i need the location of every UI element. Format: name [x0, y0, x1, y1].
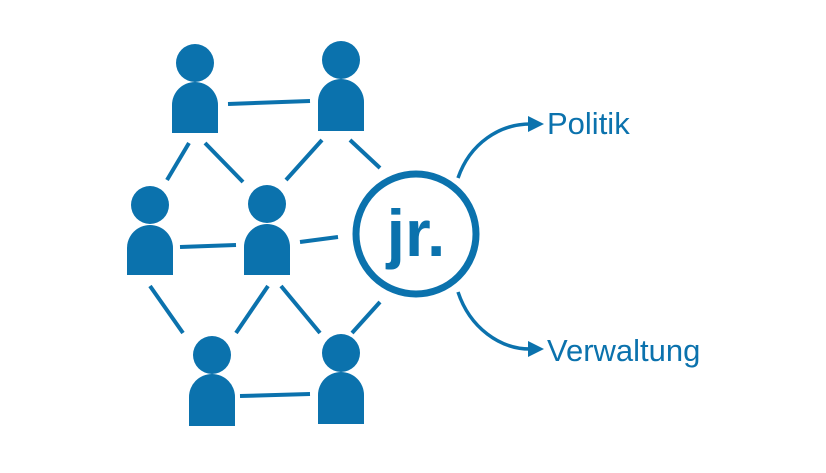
- person-mid-left: [127, 186, 173, 275]
- flow-arrow-politik: [456, 116, 544, 179]
- link-bottom-left-bottom-right: [239, 392, 311, 398]
- person-body: [189, 374, 235, 426]
- person-body: [244, 224, 290, 275]
- link-top-left-mid-center: [203, 141, 245, 184]
- person-bottom-right: [318, 334, 364, 424]
- flow-curve: [456, 122, 531, 179]
- target-label-politik: Politik: [547, 106, 630, 141]
- link-top-right-hub: [348, 138, 382, 170]
- hub: jr.: [352, 170, 480, 298]
- flow-curve: [456, 291, 531, 351]
- link-top-left-mid-left: [165, 141, 191, 182]
- link-mid-center-bottom-right: [279, 284, 322, 335]
- link-hub-bottom-right: [350, 300, 382, 335]
- arrowhead-icon: [528, 341, 544, 357]
- link-mid-left-bottom-left: [148, 284, 185, 335]
- link-mid-center-bottom-left: [234, 284, 270, 335]
- person-body: [318, 372, 364, 424]
- hub-ring: [352, 170, 480, 298]
- person-head: [322, 334, 360, 372]
- person-body: [318, 79, 364, 131]
- person-body: [172, 82, 218, 133]
- person-top-right: [318, 41, 364, 131]
- person-head: [248, 185, 286, 223]
- person-bottom-left: [189, 336, 235, 426]
- person-top-left: [172, 44, 218, 133]
- network-links: [148, 99, 382, 398]
- link-top-right-mid-center: [284, 138, 324, 182]
- target-label-verwaltung: Verwaltung: [547, 333, 700, 368]
- link-top-left-top-right: [227, 99, 311, 106]
- person-body: [127, 225, 173, 275]
- arrowhead-icon: [528, 116, 544, 132]
- person-head: [193, 336, 231, 374]
- person-head: [176, 44, 214, 82]
- hub-label: jr.: [385, 196, 446, 270]
- person-mid-center: [244, 185, 290, 275]
- person-head: [131, 186, 169, 224]
- flow-arrow-verwaltung: [456, 291, 544, 357]
- person-head: [322, 41, 360, 79]
- link-mid-center-hub: [299, 235, 339, 244]
- link-mid-left-mid-center: [179, 243, 237, 249]
